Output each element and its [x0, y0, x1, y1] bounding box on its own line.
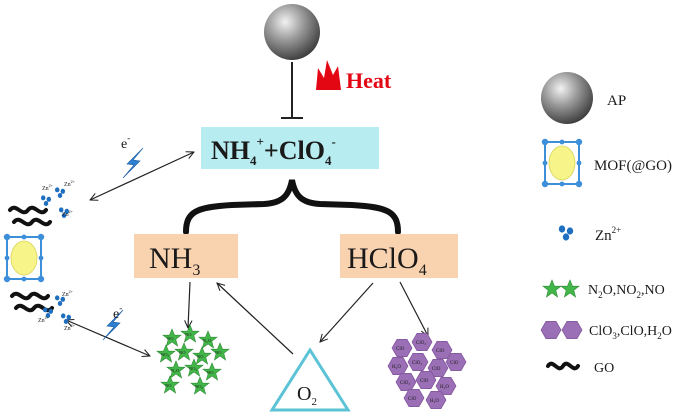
chlorine-product-cluster: ClO ClO₃ ClO H₂O ClO₃ ClO ClO ClO₃ ClO H₂O ClO H₂O [387, 332, 467, 410]
chlorine-hexagon-label: H₂O [440, 385, 449, 390]
ion-formula: NH4++ClO4- [211, 134, 336, 168]
chlorine-hexagon-label: ClO₃ [416, 341, 426, 346]
go-sheet-bottom-a [10, 291, 50, 301]
nh3-label: NH3 [149, 242, 200, 279]
chlorine-hexagon-label: ClO [396, 347, 405, 352]
zn-mini-label-3: Zn2+ [62, 209, 74, 218]
heat-label: Heat [346, 68, 392, 93]
legend-ap-label: AP [607, 93, 626, 109]
gas-star-label: NO [165, 383, 172, 388]
chlorine-hexagon-label: H₂O [430, 399, 439, 404]
flame-icon [316, 60, 341, 90]
hclo4-box [340, 234, 458, 278]
zn-dots-2 [54, 187, 66, 199]
electron-label-bottom: e- [113, 303, 122, 322]
chlorine-hexagon-label: ClO₃ [412, 361, 422, 366]
legend: AP MOF(@GO) Zn2+ N2O,NO2,NO ClO3,ClO,H2O… [540, 72, 672, 376]
zn-dots-6 [60, 313, 72, 325]
go-sheet-top-b [12, 217, 52, 227]
gas-star-label: NO₂ [189, 366, 197, 371]
legend-mof-label: MOF(@GO) [594, 158, 672, 174]
gas-star-label: N₂O [171, 368, 180, 373]
gas-star-label: NO [185, 332, 192, 337]
gas-product-cluster: NO NO N₂O NO₂ NO NO NO N₂O NO₂ NO NO NO₂ [156, 324, 230, 395]
ion-box [201, 127, 379, 169]
chlorine-hexagon-label: ClO [408, 397, 417, 402]
legend-zn-icon [558, 225, 574, 241]
catalyst-assembly: Zn2+ Zn2+ Zn2+ Zn2+ Zn2+ Zn2+ [2, 179, 76, 332]
split-brace [183, 179, 401, 235]
gas-star-label: NO [207, 370, 214, 375]
gas-star-label: NO [197, 354, 204, 359]
legend-star-icon-1 [542, 279, 562, 298]
gas-star-label: NO [179, 350, 186, 355]
gas-star-label: N₂O [203, 338, 212, 343]
electron-label-top: e- [121, 133, 130, 152]
arrow-o2-to-nh3 [217, 283, 294, 355]
arrow-nh3-to-gases [188, 281, 190, 328]
zn-dots-1 [40, 195, 52, 207]
legend-mof-icon [540, 137, 584, 189]
ap-sphere [264, 4, 320, 60]
mof-particle [2, 232, 46, 284]
chlorine-hexagon-label: ClO [420, 379, 429, 384]
zn-mini-label-5: Zn2+ [38, 315, 50, 324]
arrow-hclo4-to-chlorine [399, 281, 428, 336]
chlorine-hexagon-label: ClO [450, 361, 459, 366]
chlorine-hexagon-label: ClO₃ [400, 381, 410, 386]
go-sheet-top-a [8, 205, 48, 215]
legend-go-icon [546, 361, 580, 371]
zn-mini-label-4: Zn2+ [62, 289, 74, 298]
legend-star-icon-2 [560, 279, 580, 298]
electron-arrow-bottom [66, 320, 150, 356]
arrow-hclo4-to-o2 [320, 282, 374, 342]
legend-chlorine-label: ClO3,ClO,H2O [589, 324, 672, 341]
zn-mini-label-6: Zn2+ [64, 323, 76, 332]
zn-mini-label-2: Zn2+ [64, 179, 76, 188]
legend-hex-icon-2 [561, 320, 583, 340]
legend-go-label: GO [594, 361, 614, 376]
chlorine-hexagon-label: ClO [436, 349, 445, 354]
o2-label: O2 [297, 383, 317, 408]
chlorine-hexagon-label: H₂O [392, 365, 401, 370]
gas-star-label: NO₂ [161, 352, 169, 357]
o2-triangle [269, 347, 351, 412]
legend-ap-icon [541, 72, 593, 124]
chlorine-hexagon-label: ClO [432, 367, 441, 372]
legend-zn-label: Zn2+ [595, 225, 621, 244]
nh3-box [134, 234, 238, 278]
gas-star-label: NO₂ [195, 384, 203, 389]
gas-star-label: NO [215, 350, 222, 355]
electron-arrow-top [90, 152, 194, 200]
zn-mini-label-1: Zn2+ [42, 183, 54, 192]
legend-gases-label: N2O,NO2,NO [588, 283, 665, 300]
hclo4-label: HClO4 [347, 242, 427, 279]
gas-star-label: NO [167, 336, 174, 341]
lightning-icon-top [122, 147, 144, 179]
legend-hex-icon-1 [540, 320, 562, 340]
